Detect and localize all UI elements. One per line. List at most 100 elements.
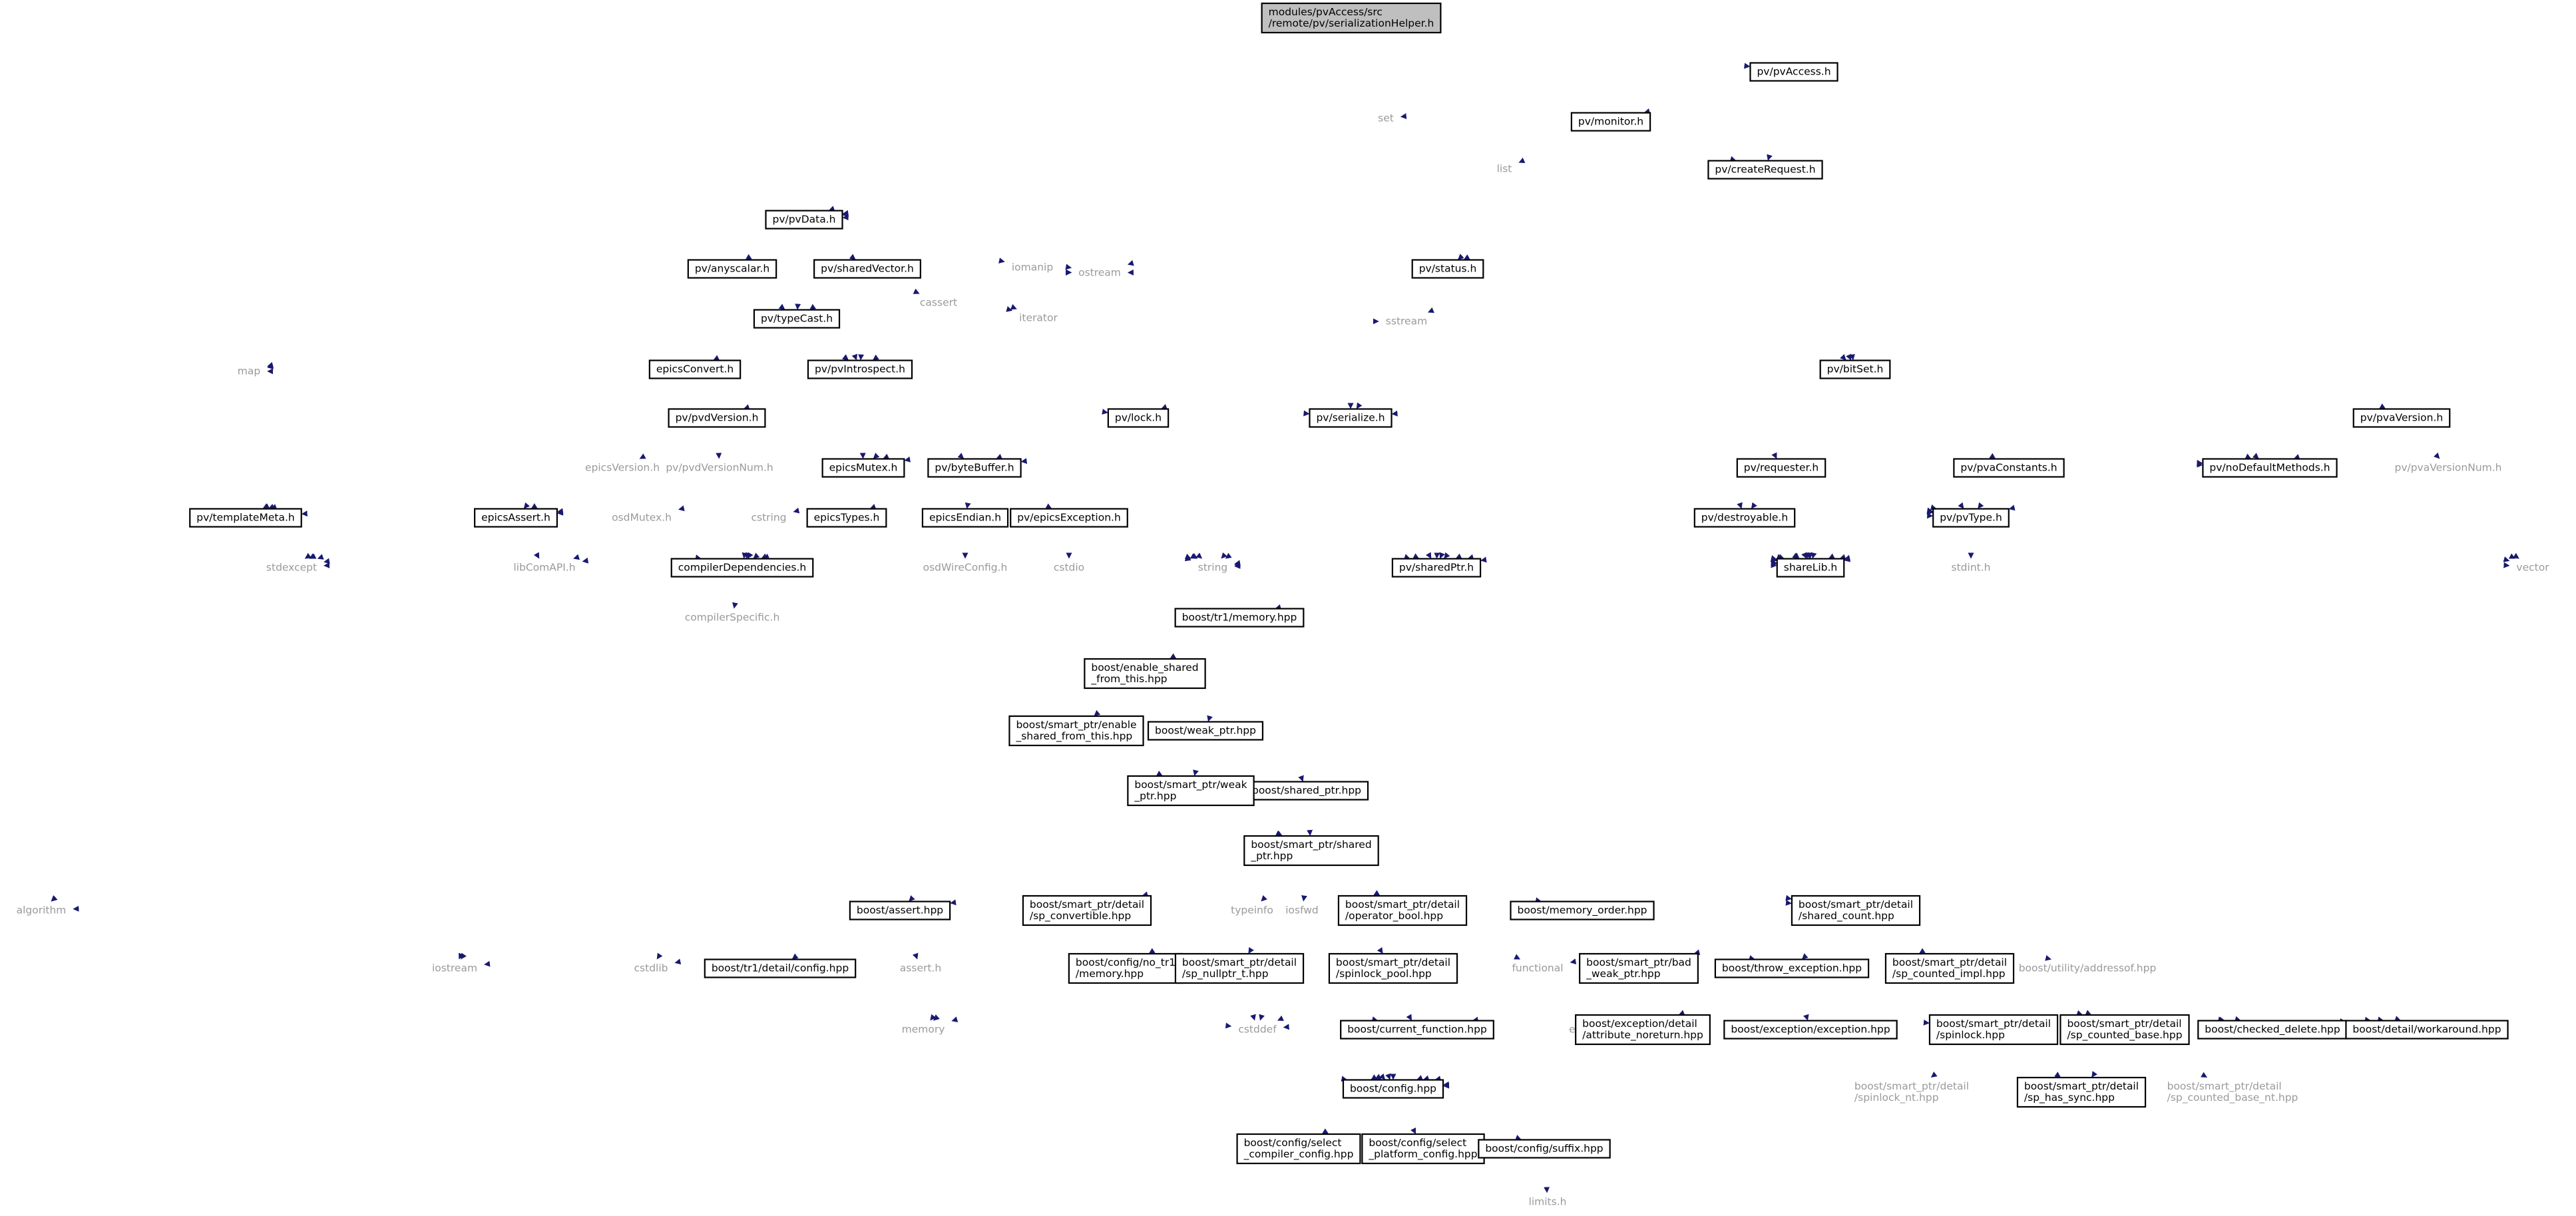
node-epicsEndian[interactable]: epicsEndian.h [921, 508, 1009, 528]
node-box [2016, 1076, 2147, 1108]
edge-pvAccess-to-shareLib [1807, 552, 1813, 559]
node-pvIntrospect[interactable]: pv/pvIntrospect.h [807, 359, 913, 379]
node-lock[interactable]: pv/lock.h [1107, 408, 1170, 428]
node-noDefault[interactable]: pv/noDefaultMethods.h [2202, 458, 2338, 478]
node-osdWireConfig: osdWireConfig.h [923, 562, 1008, 574]
node-shareLib[interactable]: shareLib.h [1776, 558, 1845, 578]
node-pvType[interactable]: pv/pvType.h [1932, 508, 2010, 528]
node-sharedPtr[interactable]: pv/sharedPtr.h [1391, 558, 1482, 578]
node-spinlock[interactable]: boost/smart_ptr/detail/spinlock.hpp [1928, 1014, 2059, 1046]
node-checkedDelete[interactable]: boost/checked_delete.hpp [2197, 1020, 2348, 1040]
edge-lock-to-epicsMutex [904, 456, 911, 463]
node-spinlockPool[interactable]: boost/smart_ptr/detail/spinlock_pool.hpp [1328, 952, 1458, 984]
node-countedImpl[interactable]: boost/smart_ptr/detail/sp_counted_impl.h… [1884, 952, 2015, 984]
node-vector: vector [2516, 562, 2549, 574]
node-box [1391, 558, 1482, 578]
node-serialize[interactable]: pv/serialize.h [1309, 408, 1393, 428]
edge-root-to-noDefault [2245, 453, 2252, 459]
edge-pvIntrospect-to-serialize [1303, 410, 1310, 417]
node-spinlockNt: boost/smart_ptr/detail/spinlock_nt.hpp [1854, 1080, 1969, 1104]
node-status[interactable]: pv/status.h [1411, 259, 1484, 279]
node-epicsConvert[interactable]: epicsConvert.h [648, 359, 742, 379]
node-operatorBool[interactable]: boost/smart_ptr/detail/operator_bool.hpp [1337, 895, 1468, 926]
node-weakPtr[interactable]: boost/weak_ptr.hpp [1147, 721, 1264, 741]
node-workaround[interactable]: boost/detail/workaround.hpp [2345, 1020, 2509, 1040]
node-string: string [1198, 562, 1228, 574]
node-label: shareLib.h [1784, 562, 1838, 574]
edge-spSharedPtr-to-operatorBool [1373, 890, 1381, 896]
edge-pvData-to-pvIntrospect [851, 353, 858, 361]
node-typeCast[interactable]: pv/typeCast.h [753, 309, 841, 329]
node-label: iosfwd [1285, 905, 1319, 916]
edge-pvData-to-typeCast [795, 304, 801, 310]
node-sharedPtrHpp[interactable]: boost/shared_ptr.hpp [1244, 781, 1369, 801]
node-spWeakPtr[interactable]: boost/smart_ptr/weak_ptr.hpp [1127, 775, 1255, 807]
edge-countedBase-to-countedBaseNt [2201, 1072, 2208, 1078]
node-label: libComAPI.h [513, 562, 575, 574]
edge-byteBuffer-to-epicsTypes [869, 504, 877, 510]
node-pvaVersion[interactable]: pv/pvaVersion.h [2352, 408, 2451, 428]
node-label: pv/serialize.h [1316, 412, 1385, 424]
edge-tr1Config-to-cstddef [1225, 1022, 1232, 1029]
node-epicsException[interactable]: pv/epicsException.h [1010, 508, 1128, 528]
node-requester[interactable]: pv/requester.h [1736, 458, 1826, 478]
node-boostConfig[interactable]: boost/config.hpp [1342, 1079, 1444, 1099]
node-compilerDep[interactable]: compilerDependencies.h [670, 558, 814, 578]
node-throwException[interactable]: boost/throw_exception.hpp [1714, 958, 1870, 978]
node-pvData[interactable]: pv/pvData.h [765, 210, 843, 230]
node-label: boost/smart_ptr/detail [1336, 956, 1450, 969]
node-boostAssert[interactable]: boost/assert.hpp [849, 901, 951, 920]
node-attrNoreturn[interactable]: boost/exception/detail/attribute_noretur… [1575, 1014, 1711, 1046]
node-cstring: cstring [751, 512, 786, 524]
node-pvAccess[interactable]: pv/pvAccess.h [1749, 62, 1838, 82]
node-selectPlatform[interactable]: boost/config/select_platform_config.hpp [1361, 1133, 1485, 1165]
node-bitSet[interactable]: pv/bitSet.h [1819, 359, 1891, 379]
edge-monitor-to-list [1518, 157, 1526, 163]
node-noTr1[interactable]: boost/config/no_tr1/memory.hpp [1068, 952, 1183, 984]
node-anyscalar[interactable]: pv/anyscalar.h [687, 259, 777, 279]
edge-pvAccess-to-createRequest [1767, 154, 1773, 161]
node-sharedCount[interactable]: boost/smart_ptr/detail/shared_count.hpp [1791, 895, 1921, 926]
node-root[interactable]: modules/pvAccess/src/remote/pv/serializa… [1261, 2, 1442, 34]
edge-createRequest-to-lock [1161, 404, 1168, 410]
node-monitor[interactable]: pv/monitor.h [1570, 112, 1651, 132]
node-label: ostream [1078, 267, 1121, 279]
node-memoryOrder[interactable]: boost/memory_order.hpp [1510, 901, 1655, 920]
node-spSharedPtr[interactable]: boost/smart_ptr/shared_ptr.hpp [1243, 835, 1379, 867]
node-suffix[interactable]: boost/config/suffix.hpp [1478, 1139, 1611, 1159]
node-epicsAssert[interactable]: epicsAssert.h [474, 508, 558, 528]
node-pvdVersion[interactable]: pv/pvdVersion.h [668, 408, 766, 428]
node-badWeakPtr[interactable]: boost/smart_ptr/bad_weak_ptr.hpp [1579, 952, 1699, 984]
node-box [2345, 1020, 2509, 1040]
node-spConvertible[interactable]: boost/smart_ptr/detail/sp_convertible.hp… [1022, 895, 1152, 926]
node-byteBuffer[interactable]: pv/byteBuffer.h [927, 458, 1022, 478]
node-epicsTypes[interactable]: epicsTypes.h [806, 508, 887, 528]
node-currentFunction[interactable]: boost/current_function.hpp [1340, 1020, 1494, 1040]
node-iostream: iostream [432, 962, 477, 974]
node-destroyable[interactable]: pv/destroyable.h [1693, 508, 1796, 528]
node-nullptrT[interactable]: boost/smart_ptr/detail/sp_nullptr_t.hpp [1174, 952, 1305, 984]
node-pvaConstants[interactable]: pv/pvaConstants.h [1953, 458, 2065, 478]
node-spEnableShared[interactable]: boost/smart_ptr/enable_shared_from_this.… [1008, 715, 1144, 747]
node-box [1261, 2, 1442, 34]
edge-pvIntrospect-to-noDefault [2197, 459, 2203, 466]
node-tr1memory[interactable]: boost/tr1/memory.hpp [1174, 608, 1305, 628]
node-label: _shared_from_this.hpp [1015, 730, 1132, 743]
node-hasSync[interactable]: boost/smart_ptr/detail/sp_has_sync.hpp [2016, 1076, 2147, 1108]
edge-serialize-to-string [1221, 552, 1227, 559]
node-exceptionHpp[interactable]: boost/exception/exception.hpp [1723, 1020, 1898, 1040]
node-templateMeta[interactable]: pv/templateMeta.h [189, 508, 302, 528]
node-compilerSpecific: compilerSpecific.h [685, 612, 780, 624]
node-enableShared[interactable]: boost/enable_shared_from_this.hpp [1084, 658, 1206, 690]
node-label: vector [2516, 562, 2549, 574]
edge-sharedVector-to-pvIntrospect [858, 354, 865, 361]
node-label: boost/enable_shared [1091, 662, 1198, 674]
node-createRequest[interactable]: pv/createRequest.h [1707, 160, 1823, 180]
edge-pvAccess-to-bitSet [1848, 353, 1855, 361]
edge-monitor-to-requester [1771, 452, 1777, 459]
node-selectCompiler[interactable]: boost/config/select_compiler_config.hpp [1236, 1133, 1361, 1165]
node-sharedVector[interactable]: pv/sharedVector.h [813, 259, 921, 279]
node-countedBase[interactable]: boost/smart_ptr/detail/sp_counted_base.h… [2059, 1014, 2190, 1046]
node-epicsMutex[interactable]: epicsMutex.h [821, 458, 905, 478]
node-tr1Config[interactable]: boost/tr1/detail/config.hpp [704, 958, 857, 978]
